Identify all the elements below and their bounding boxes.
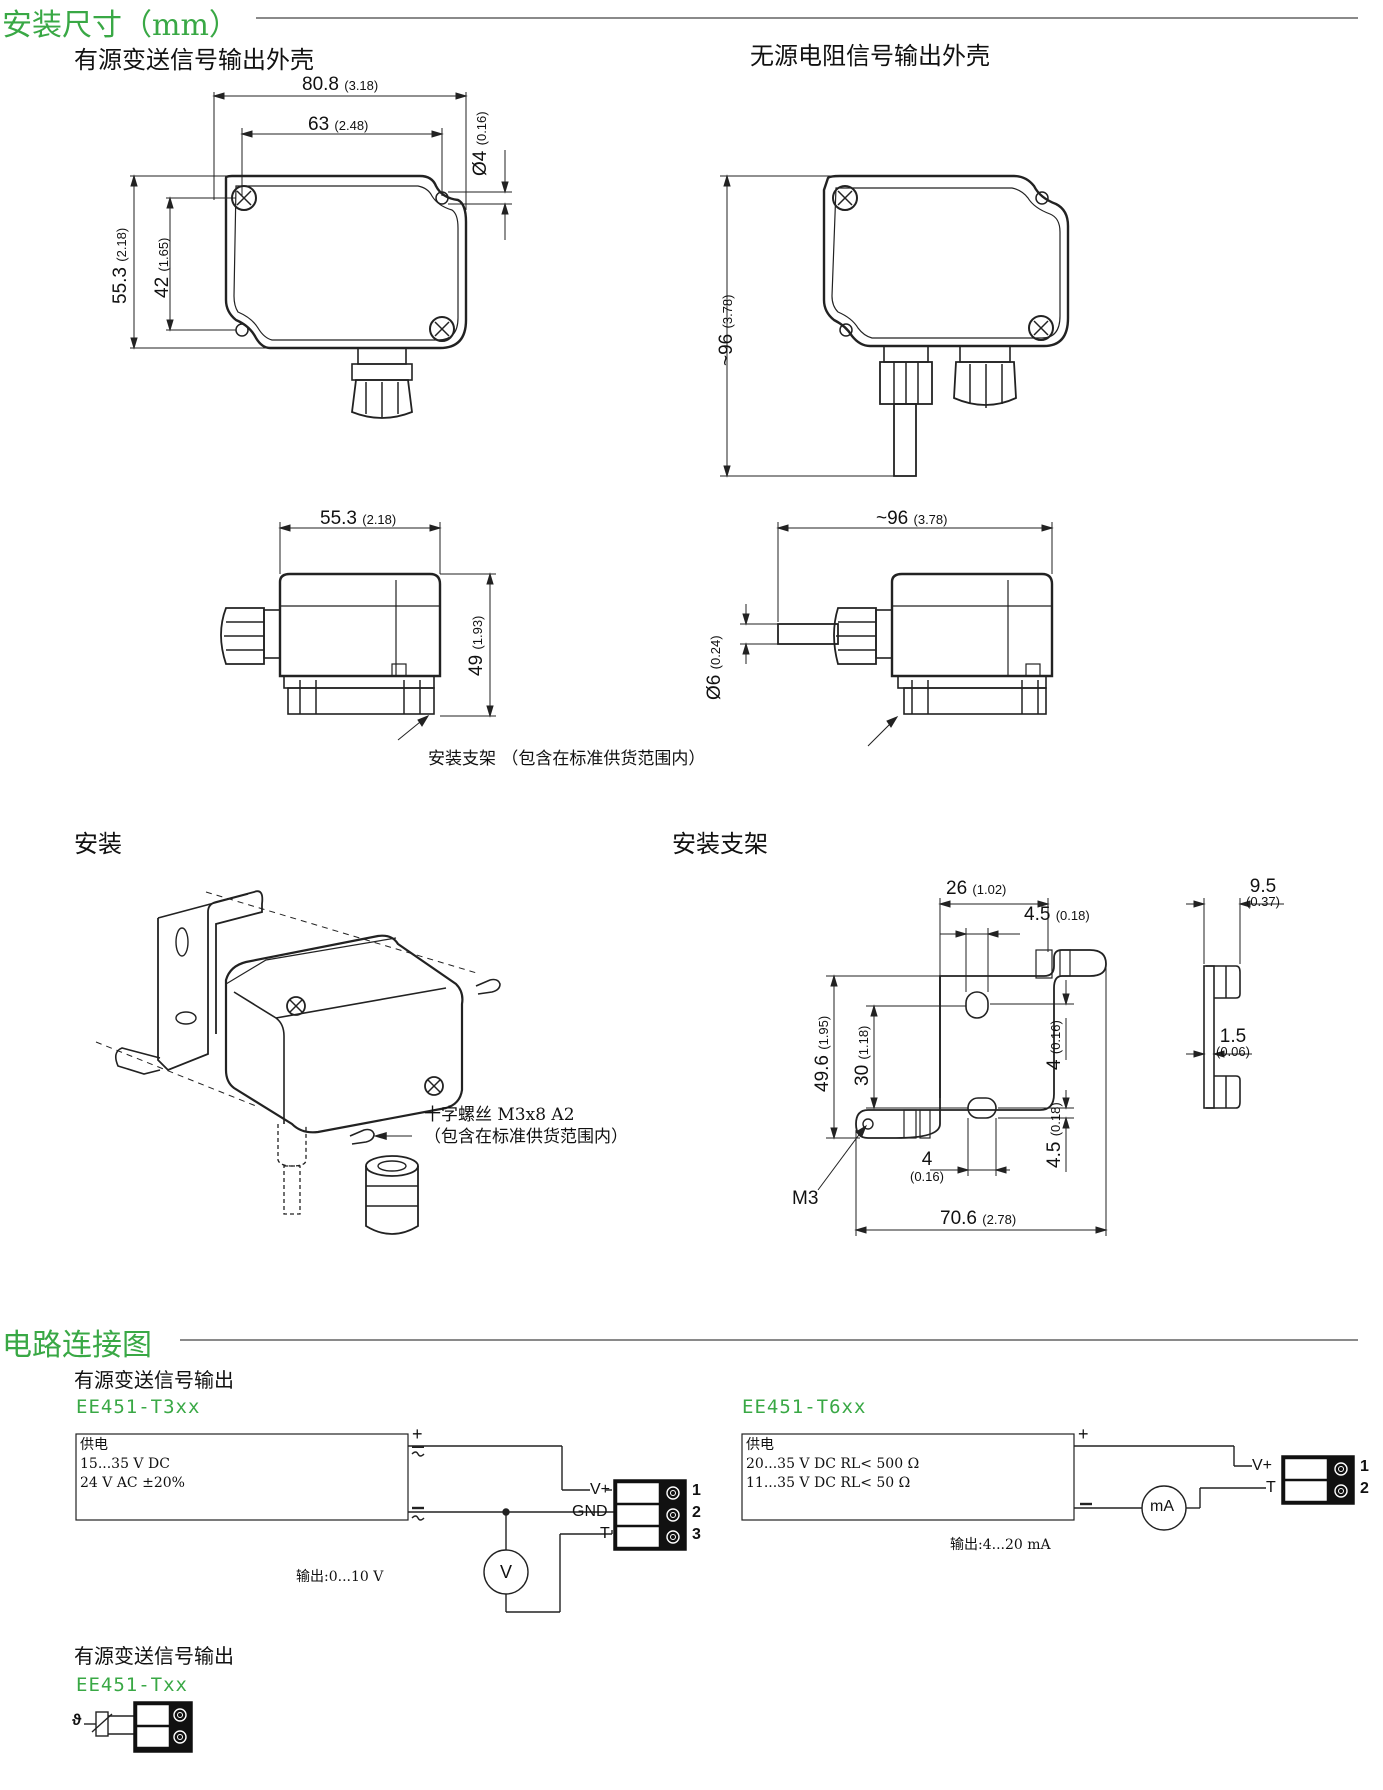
model-t6: EE451-T6xx — [742, 1396, 867, 1418]
circuit-t3-wiring — [75, 1433, 614, 1613]
active-enclosure-front — [224, 174, 468, 419]
t3-supply-line2: 24 V AC ±20% — [80, 1475, 185, 1491]
passive-enclosure-front — [822, 174, 1070, 477]
t6-supply-line2: 11...35 V DC RL< 50 Ω — [746, 1475, 911, 1491]
model-txx: EE451-Txx — [76, 1674, 188, 1696]
dim-hole: Ø4 (0.16) — [470, 111, 491, 176]
dim-width-inner: 63 (2.48) — [308, 114, 369, 135]
bracket-side-view — [1186, 898, 1284, 1109]
t3-supply-label: 供电 — [80, 1437, 108, 1453]
terminal-block-t6 — [1281, 1455, 1355, 1505]
t6-num-1: 1 — [1360, 1458, 1369, 1475]
active-enclosure-title: 有源变送信号输出外壳 — [74, 46, 314, 74]
bracket-drawing — [855, 949, 1107, 1139]
t6-output: 输出:4...20 mA — [950, 1537, 1051, 1553]
active-enclosure-side — [220, 572, 442, 715]
dim-probe-diameter: Ø6 (0.24) — [704, 635, 725, 700]
dim-bracket-49-6: 49.6 (1.95) — [812, 1015, 833, 1092]
dim-bracket-4-5-vert: 4.5 (0.18) — [1044, 1102, 1065, 1168]
dim-width-outer: 80.8 (3.18) — [302, 74, 379, 95]
t6-plus: + — [1078, 1424, 1089, 1444]
t3-terminal-gnd: GND — [572, 1503, 608, 1520]
dim-bracket-9-5: 9.5(0.37) — [1246, 876, 1280, 909]
dim-side-height: 49 (1.93) — [466, 615, 487, 676]
passive-enclosure-side — [777, 572, 1054, 715]
t6-ammeter: mA — [1150, 1498, 1174, 1515]
dim-bracket-1-5: 1.5(0.06) — [1216, 1026, 1250, 1059]
t3-plus: + — [412, 1424, 423, 1444]
dim-height-outer: 55.3 (2.18) — [110, 227, 131, 304]
dimensions-section-title: 安装尺寸（mm） — [2, 8, 239, 43]
t3-terminal-vplus: V+ — [590, 1481, 611, 1498]
t6-supply-label: 供电 — [746, 1437, 774, 1453]
dim-bracket-m3: M3 — [792, 1188, 819, 1209]
circuit-active-label: 有源变送信号输出 — [74, 1368, 234, 1392]
dims-top-right — [720, 174, 896, 478]
model-t3: EE451-T3xx — [76, 1396, 201, 1418]
screw-note-line2: （包含在标准供货范围内） — [424, 1127, 628, 1147]
t3-supply: 供电 15...35 V DC 24 V AC ±20% — [80, 1436, 185, 1493]
install-title: 安装 — [74, 830, 122, 858]
dim-passive-height: ~96 (3.78) — [716, 294, 737, 366]
dim-bracket-4-vert: 4 (0.16) — [1044, 1020, 1065, 1070]
dim-bracket-26: 26 (1.02) — [946, 878, 1007, 899]
t3-supply-line1: 15...35 V DC — [80, 1456, 170, 1472]
circuit-t6-wiring — [741, 1433, 1266, 1531]
terminal-block-txx — [133, 1701, 193, 1753]
dim-side-right-width: ~96 (3.78) — [876, 508, 948, 529]
dim-height-inner: 42 (1.65) — [152, 237, 173, 298]
t3-num-3: 3 — [692, 1526, 701, 1543]
circuit-section-title: 电路连接图 — [2, 1328, 152, 1363]
circuit-passive-label: 有源变送信号输出 — [74, 1644, 234, 1668]
dim-bracket-30: 30 (1.18) — [852, 1025, 873, 1086]
t6-num-2: 2 — [1360, 1480, 1369, 1497]
t6-supply: 供电 20...35 V DC RL< 500 Ω 11...35 V DC R… — [746, 1436, 919, 1493]
thermistor-symbol-icon: ϑ — [72, 1712, 82, 1729]
bracket-note: 安装支架 （包含在标准供货范围内） — [428, 749, 706, 769]
t3-output: 输出:0...10 V — [296, 1569, 384, 1585]
bracket-title: 安装支架 — [672, 830, 768, 858]
bracket-dims — [817, 898, 1108, 1236]
install-drawing — [95, 890, 501, 1235]
dim-side-width: 55.3 (2.18) — [320, 508, 397, 529]
t6-terminal-t: T — [1266, 1479, 1276, 1496]
dim-bracket-4-5-top: 4.5 (0.18) — [1024, 904, 1090, 925]
t3-num-1: 1 — [692, 1482, 701, 1499]
t3-terminal-t: T — [600, 1525, 610, 1542]
t3-num-2: 2 — [692, 1504, 701, 1521]
t6-terminal-vplus: V+ — [1252, 1457, 1273, 1474]
t6-supply-line1: 20...35 V DC RL< 500 Ω — [746, 1456, 920, 1472]
screw-note-line1: 十字螺丝 M3x8 A2 — [424, 1105, 575, 1125]
dims-top-left — [130, 92, 512, 350]
dim-bracket-70-6: 70.6 (2.78) — [940, 1208, 1017, 1229]
dims-side-right — [740, 522, 1054, 747]
circuit-txx-wiring — [84, 1711, 134, 1737]
t3-voltmeter: V — [500, 1562, 513, 1582]
terminal-block-t3 — [613, 1479, 687, 1551]
passive-enclosure-title: 无源电阻信号输出外壳 — [750, 42, 990, 70]
dims-side-left — [278, 522, 496, 741]
dim-bracket-4-horiz: 4(0.16) — [910, 1149, 944, 1184]
